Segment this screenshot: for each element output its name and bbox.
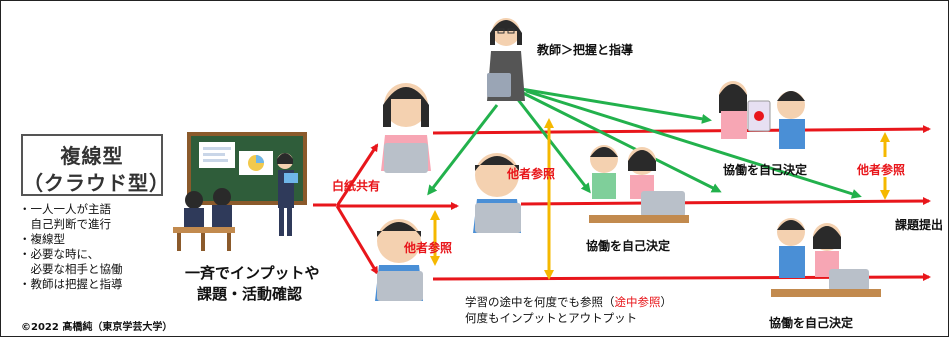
input-label-line-2: 課題・活動確認	[197, 285, 303, 303]
learning-note-highlight: 途中参照	[614, 295, 661, 309]
title-line-2: （クラウド型）	[23, 171, 170, 195]
blank-share-label: 白紙共有	[332, 179, 381, 193]
collab-label-top: 協働を自己決定	[723, 163, 808, 177]
collab-label-middle: 協働を自己決定	[586, 239, 671, 253]
bullet-item: ・複線型	[19, 232, 65, 246]
title-box: 複線型 （クラウド型）	[21, 134, 170, 196]
input-label-line-1: 一斉でインプットや	[185, 264, 320, 282]
bullet-item: 必要な相手と協働	[19, 262, 123, 276]
bullet-item: ・一人一人が主語	[19, 202, 111, 216]
pair-bottom-right	[771, 218, 881, 297]
classroom-illustration	[173, 132, 307, 251]
pair-middle	[589, 145, 689, 223]
reference-label-center: 他者参照	[507, 167, 556, 181]
bullet-item: ・教師は把握と指導	[19, 277, 123, 291]
bullet-item: 自己判断で進行	[19, 217, 111, 231]
collab-label-bottom: 協働を自己決定	[769, 316, 854, 330]
student-center	[473, 153, 521, 233]
reference-arrows-yellow	[430, 118, 890, 280]
student-top-left	[381, 83, 431, 173]
learning-note-line-1: 学習の途中を何度でも参照（途中参照）	[465, 294, 672, 310]
teacher-figure	[487, 18, 525, 101]
reference-label-right: 他者参照	[857, 163, 906, 177]
pair-top-right	[719, 81, 805, 149]
submit-label: 課題提出	[895, 218, 944, 232]
copyright: ©2022 髙橋純（東京学芸大学）	[21, 322, 173, 333]
bullet-item: ・必要な時に、	[19, 247, 100, 261]
bullet-list: ・一人一人が主語 自己判断で進行 ・複線型 ・必要な時に、 必要な相手と協働 ・…	[19, 202, 123, 292]
reference-label-left: 他者参照	[404, 241, 453, 255]
learning-note-prefix: 学習の途中を何度でも参照（	[465, 295, 615, 309]
teacher-label: 教師＞把握と指導	[537, 43, 634, 57]
student-bottom-left	[375, 219, 423, 301]
learning-note-line-2: 何度もインプットとアウトプット	[465, 311, 638, 325]
learning-note-suffix: ）	[660, 295, 673, 309]
teacher-arrows-green	[427, 87, 862, 199]
title-line-1: 複線型	[60, 144, 124, 168]
